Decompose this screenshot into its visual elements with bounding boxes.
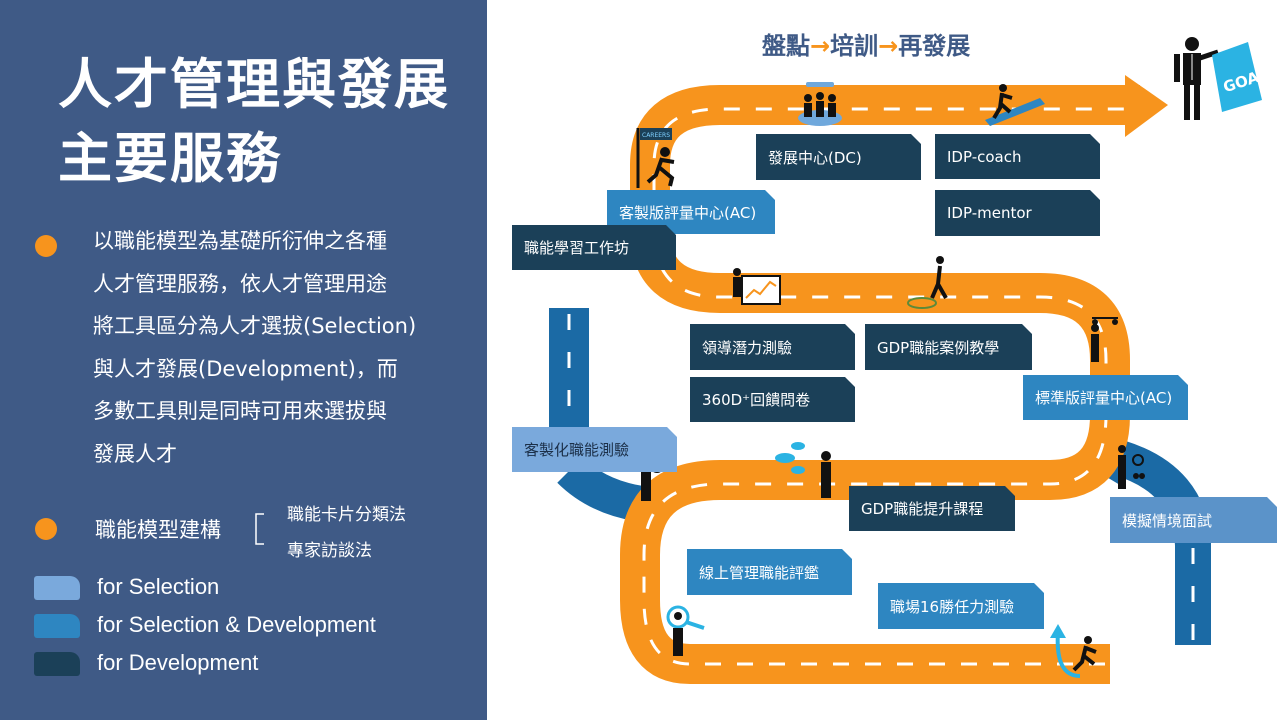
description-line: 與人才發展(Development)，而	[93, 356, 398, 381]
legend-label-development: for Development	[97, 650, 259, 675]
network-person-icon	[775, 442, 831, 498]
legend-label-selection: for Selection	[97, 574, 220, 599]
box-standard-ac: 標準版評量中心(AC)	[1023, 375, 1188, 420]
method-card-sort: 職能卡片分類法	[287, 505, 406, 525]
left-panel: 人才管理與發展 主要服務 以職能模型為基礎所衍伸之各種 人才管理服務，依人才管理…	[0, 0, 487, 720]
description-paragraph: 以職能模型為基礎所衍伸之各種 人才管理服務，依人才管理用途 將工具區分為人才選拔…	[93, 220, 468, 475]
road-arrowhead	[1125, 75, 1168, 137]
legend-swatch-selection	[34, 576, 80, 600]
box-idp-mentor: IDP-mentor	[935, 190, 1100, 236]
header-arrow: →	[810, 32, 831, 60]
bracket-icon	[255, 513, 264, 545]
search-person-icon	[666, 605, 705, 656]
box-simulation-interview: 模擬情境面試	[1110, 497, 1277, 543]
flag-text: CAREERS	[642, 132, 670, 139]
title-line-2: 主要服務	[58, 127, 282, 190]
box-workshop: 職能學習工作坊	[512, 225, 676, 270]
description-line: 將工具區分為人才選拔(Selection)	[93, 314, 417, 338]
header-step-1: 盤點	[762, 32, 810, 60]
box-idp-coach: IDP-coach	[935, 134, 1100, 179]
target-walker-icon	[907, 256, 948, 309]
box-online-evaluation: 線上管理職能評鑑	[687, 549, 852, 595]
box-gdp-course: GDP職能提升課程	[849, 486, 1015, 531]
title-line-1: 人才管理與發展	[58, 53, 450, 116]
description-line: 發展人才	[93, 441, 177, 466]
goal-person-icon	[1174, 37, 1219, 120]
box-gdp-case: GDP職能案例教學	[865, 324, 1032, 370]
runner-arrow-icon	[1050, 624, 1097, 678]
process-header: 盤點→培訓→再發展	[762, 26, 970, 61]
header-step-2: 培訓	[830, 32, 879, 60]
header-step-3: 再發展	[898, 32, 971, 60]
box-custom-test: 客製化職能測驗	[512, 427, 677, 472]
interview-group-icon	[1118, 445, 1145, 489]
goal-sign-icon: GOAL!	[1212, 42, 1277, 112]
bullet-icon	[35, 518, 57, 540]
career-flag-icon: CAREERS	[636, 128, 672, 188]
team-meeting-icon	[798, 82, 842, 126]
description-line: 人才管理服務，依人才管理用途	[93, 271, 387, 296]
legend-label-selection-development: for Selection & Development	[97, 612, 376, 637]
climber-icon	[985, 84, 1045, 126]
box-custom-ac: 客製版評量中心(AC)	[607, 190, 775, 234]
runner-icon	[646, 147, 675, 187]
box-workplace16: 職場16勝任力測驗	[878, 583, 1044, 629]
description-line: 多數工具則是同時可用來選拔與	[93, 399, 387, 423]
bullet-icon	[35, 235, 57, 257]
scale-person-icon	[1091, 317, 1118, 362]
competency-model-label: 職能模型建構	[95, 518, 221, 542]
description-line: 以職能模型為基礎所衍伸之各種	[93, 229, 387, 253]
method-expert-interview: 專家訪談法	[287, 541, 372, 561]
box-development-center: 發展中心(DC)	[756, 134, 921, 180]
header-arrow: →	[878, 32, 899, 60]
box-360-feedback: 360D⁺回饋問卷	[690, 377, 855, 422]
legend-swatch-selection-development	[34, 614, 80, 638]
presenter-chart-icon	[733, 268, 781, 305]
box-leadership-test: 領導潛力測驗	[690, 324, 855, 370]
legend-swatch-development	[34, 652, 80, 676]
